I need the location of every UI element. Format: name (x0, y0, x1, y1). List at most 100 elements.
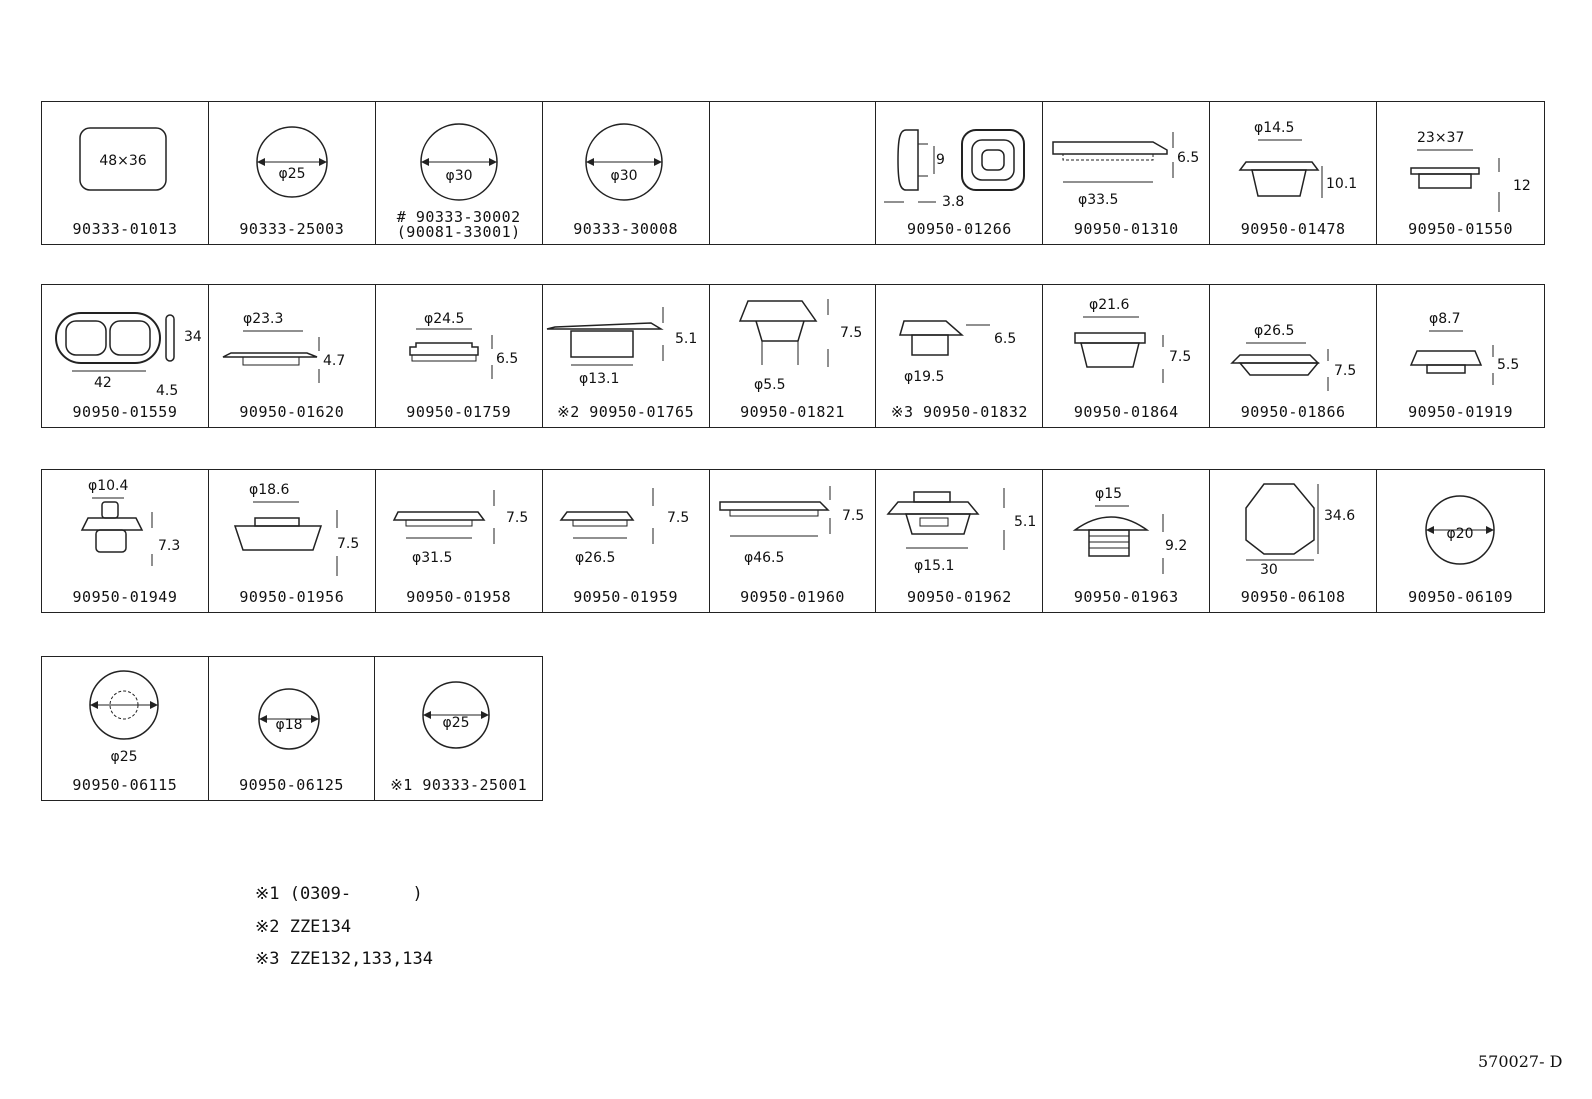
part-number: 90950-06108 (1240, 588, 1346, 606)
dimension-label: 7.3 (158, 538, 180, 554)
part-cell: φ30 # 90333-30002(90081-33001) (376, 102, 543, 244)
dimension-label: 9 (936, 152, 945, 168)
part-cell: 48×36 90333-01013 (42, 102, 209, 244)
parts-row-2: 34 42 4.5 90950-01559 φ23.3 4.7 90950-01… (41, 284, 1545, 428)
dimension-label: φ30 (445, 168, 472, 184)
part-number: 90950-01956 (239, 588, 345, 606)
dimension-label: φ20 (1447, 526, 1474, 542)
dimension-label: φ31.5 (412, 550, 452, 566)
part-number: 90333-25003 (239, 220, 345, 238)
part-number: ※3 90950-01832 (890, 403, 1028, 421)
part-cell: φ25 90950-06115 (42, 657, 209, 800)
part-cell: 23×37 12 90950-01550 (1377, 102, 1544, 244)
part-number: 90950-06125 (239, 776, 344, 794)
dimension-label: 7.5 (506, 510, 528, 526)
parts-row-1: 48×36 90333-01013 φ25 90333-25003 φ30 # … (41, 101, 1545, 245)
page-code: 570027- D (1478, 1052, 1563, 1071)
dimension-label: φ25 (443, 715, 470, 731)
dimension-label: φ13.1 (579, 371, 619, 387)
footnote-3: ※3 ZZE132,133,134 (255, 949, 434, 969)
part-number: 90950-06109 (1408, 588, 1513, 606)
dimension-label: 42 (94, 375, 112, 391)
part-cell: φ14.5 10.1 90950-01478 (1210, 102, 1378, 244)
part-number: 90950-01866 (1240, 403, 1346, 421)
footnote-2: ※2 ZZE134 (255, 917, 352, 937)
dimension-label: φ26.5 (575, 550, 615, 566)
dimension-label: 7.5 (840, 325, 862, 341)
dimension-label: φ15 (1095, 486, 1122, 502)
dimension-label: φ19.5 (904, 369, 944, 385)
part-number: 90950-01963 (1073, 588, 1179, 606)
part-number: 90950-01620 (239, 403, 345, 421)
footnote-1: ※1 (0309- ) (255, 884, 423, 904)
part-cell: φ24.5 6.5 90950-01759 (376, 285, 543, 427)
dimension-label: 6.5 (994, 331, 1016, 347)
part-cell: 6.5 φ19.5 ※3 90950-01832 (876, 285, 1044, 427)
dimension-label: 30 (1260, 562, 1278, 578)
part-cell: φ23.3 4.7 90950-01620 (209, 285, 376, 427)
dimension-label: 6.5 (1177, 150, 1199, 166)
parts-row-3: φ10.4 7.3 90950-01949 φ18.6 7.5 90950-01… (41, 469, 1545, 613)
dimension-label: 12 (1513, 178, 1531, 194)
dimension-label: 48×36 (99, 153, 146, 169)
part-cell: φ15 9.2 90950-01963 (1043, 470, 1211, 612)
dimension-label: φ25 (110, 749, 137, 765)
dimension-label: 7.5 (1169, 349, 1191, 365)
dimension-label: φ26.5 (1254, 323, 1294, 339)
dimension-label: φ18 (275, 717, 302, 733)
dimension-label: 9.2 (1165, 538, 1187, 554)
part-number: 90950-01478 (1240, 220, 1346, 238)
dimension-label: φ14.5 (1254, 120, 1294, 136)
part-cell: φ25 90333-25003 (209, 102, 376, 244)
part-cell: 6.5 φ33.5 90950-01310 (1043, 102, 1211, 244)
part-number: 90950-01759 (406, 403, 512, 421)
dimension-label: 7.5 (842, 508, 864, 524)
part-number: 90950-01550 (1408, 220, 1513, 238)
part-number: 90950-06115 (72, 776, 178, 794)
dimension-label: φ21.6 (1089, 297, 1130, 313)
dimension-label: φ25 (278, 166, 305, 182)
dimension-label: 34 (184, 329, 202, 345)
part-cell: 5.1 φ13.1 ※2 90950-01765 (543, 285, 710, 427)
dimension-label: 4.7 (323, 353, 345, 369)
part-cell: 5.1 φ15.1 90950-01962 (876, 470, 1044, 612)
part-cell: 7.5 φ26.5 90950-01959 (543, 470, 710, 612)
dimension-label: 3.8 (942, 194, 964, 210)
part-number: ※2 90950-01765 (557, 403, 695, 421)
part-number: 90950-01960 (740, 588, 845, 606)
dimension-label: 23×37 (1417, 130, 1464, 146)
part-number: 90950-01821 (740, 403, 845, 421)
part-number: # 90333-30002(90081-33001) (396, 208, 521, 241)
part-number: 90950-01266 (906, 220, 1012, 238)
part-cell: φ20 90950-06109 (1377, 470, 1544, 612)
part-number: 90333-30008 (573, 220, 679, 238)
part-cell: 9 3.8 90950-01266 (876, 102, 1044, 244)
parts-row-4: φ25 90950-06115 φ18 90950-06125 φ25 ※1 9… (41, 656, 543, 801)
dimension-label: φ5.5 (754, 377, 786, 393)
dimension-label: 4.5 (156, 383, 178, 399)
dimension-label: 6.5 (496, 351, 518, 367)
part-cell: φ25 ※1 90333-25001 (375, 657, 542, 800)
dimension-label: φ46.5 (744, 550, 784, 566)
part-cell: φ18 90950-06125 (209, 657, 376, 800)
part-cell: 34 42 4.5 90950-01559 (42, 285, 209, 427)
part-number: 90950-01959 (573, 588, 679, 606)
part-cell: 7.5 φ31.5 90950-01958 (376, 470, 543, 612)
dimension-label: 5.5 (1497, 357, 1519, 373)
part-cell: 7.5 φ5.5 90950-01821 (710, 285, 877, 427)
dimension-label: 5.1 (1014, 514, 1036, 530)
dimension-label: φ33.5 (1078, 192, 1118, 208)
dimension-label: φ24.5 (424, 311, 464, 327)
dimension-label: φ23.3 (243, 311, 283, 327)
part-number: 90950-01310 (1073, 220, 1179, 238)
part-cell: φ21.6 7.5 90950-01864 (1043, 285, 1211, 427)
part-cell: φ8.7 5.5 90950-01919 (1377, 285, 1544, 427)
part-cell: φ30 90333-30008 (543, 102, 710, 244)
part-number: 90950-01919 (1408, 403, 1513, 421)
part-cell-empty (710, 102, 877, 244)
part-number: ※1 90333-25001 (390, 776, 528, 794)
part-cell: 34.6 30 90950-06108 (1210, 470, 1378, 612)
dimension-label: φ18.6 (249, 482, 290, 498)
dimension-label: 7.5 (337, 536, 359, 552)
dimension-label: 10.1 (1326, 176, 1357, 192)
